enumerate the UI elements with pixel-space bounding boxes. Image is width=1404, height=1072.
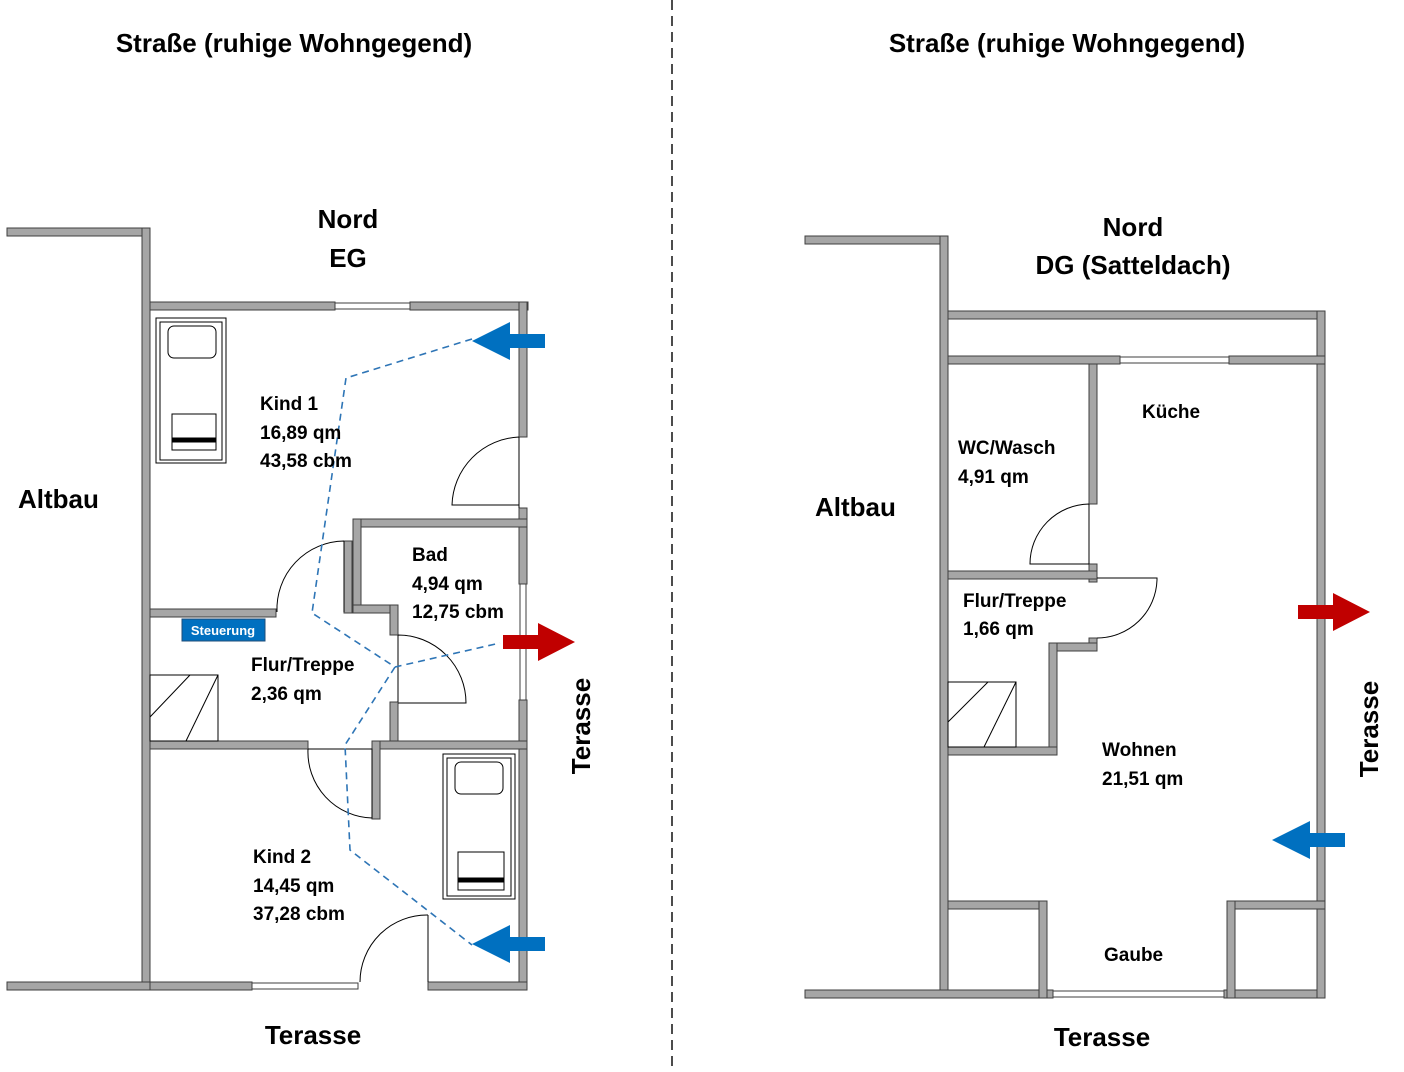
- intake-arrow-icon: [472, 925, 545, 963]
- room-name: Kind 2: [253, 847, 311, 868]
- bed-icon: [155, 317, 227, 464]
- level-label: DG (Satteldach): [1035, 250, 1230, 280]
- terrace-side-label: Terasse: [566, 678, 596, 774]
- orientation-label: Nord: [318, 204, 379, 234]
- room-area: 14,45 qm: [253, 876, 334, 897]
- room-name: Gaube: [1104, 945, 1163, 966]
- airflow-path: [344, 666, 473, 946]
- room-area: 4,94 qm: [412, 574, 483, 595]
- terrace-side-label: Terasse: [1354, 681, 1384, 777]
- neighbor-label: Altbau: [815, 492, 896, 522]
- left-stairs: [149, 674, 219, 742]
- room-name: Bad: [412, 545, 448, 566]
- room-volume: 12,75 cbm: [412, 602, 504, 623]
- control-badge: [181, 618, 266, 642]
- terrace-label: Terasse: [1054, 1022, 1150, 1052]
- room-area: 16,89 qm: [260, 423, 341, 444]
- right-windows: [1052, 356, 1230, 998]
- room-area: 21,51 qm: [1102, 769, 1183, 790]
- room-area: 1,66 qm: [963, 619, 1034, 640]
- room-area: 2,36 qm: [251, 684, 322, 705]
- exhaust-arrow-icon: [1298, 593, 1370, 631]
- street-label: Straße (ruhige Wohngegend): [889, 28, 1245, 58]
- room-name: Wohnen: [1102, 740, 1177, 761]
- room-name: WC/Wasch: [958, 438, 1055, 459]
- room-name: Flur/Treppe: [963, 591, 1066, 612]
- room-area: 4,91 qm: [958, 467, 1029, 488]
- exhaust-arrow-icon: [503, 623, 575, 661]
- room-name: Kind 1: [260, 394, 318, 415]
- right-doors: [1029, 503, 1158, 639]
- street-label: Straße (ruhige Wohngegend): [116, 28, 472, 58]
- room-volume: 37,28 cbm: [253, 904, 345, 925]
- intake-arrow-icon: [1272, 821, 1345, 859]
- left-doors: [276, 436, 520, 983]
- terrace-label: Terasse: [265, 1020, 361, 1050]
- control-label: Steuerung: [191, 623, 255, 638]
- airflow-path: [311, 338, 501, 668]
- right-walls: [804, 235, 1326, 999]
- room-name: Küche: [1142, 402, 1200, 423]
- right-stairs: [947, 681, 1017, 748]
- room-name: Flur/Treppe: [251, 655, 354, 676]
- bed-icon: [442, 753, 516, 900]
- neighbor-label: Altbau: [18, 484, 99, 514]
- level-label: EG: [329, 243, 367, 273]
- orientation-label: Nord: [1103, 212, 1164, 242]
- room-volume: 43,58 cbm: [260, 451, 352, 472]
- intake-arrow-icon: [472, 322, 545, 360]
